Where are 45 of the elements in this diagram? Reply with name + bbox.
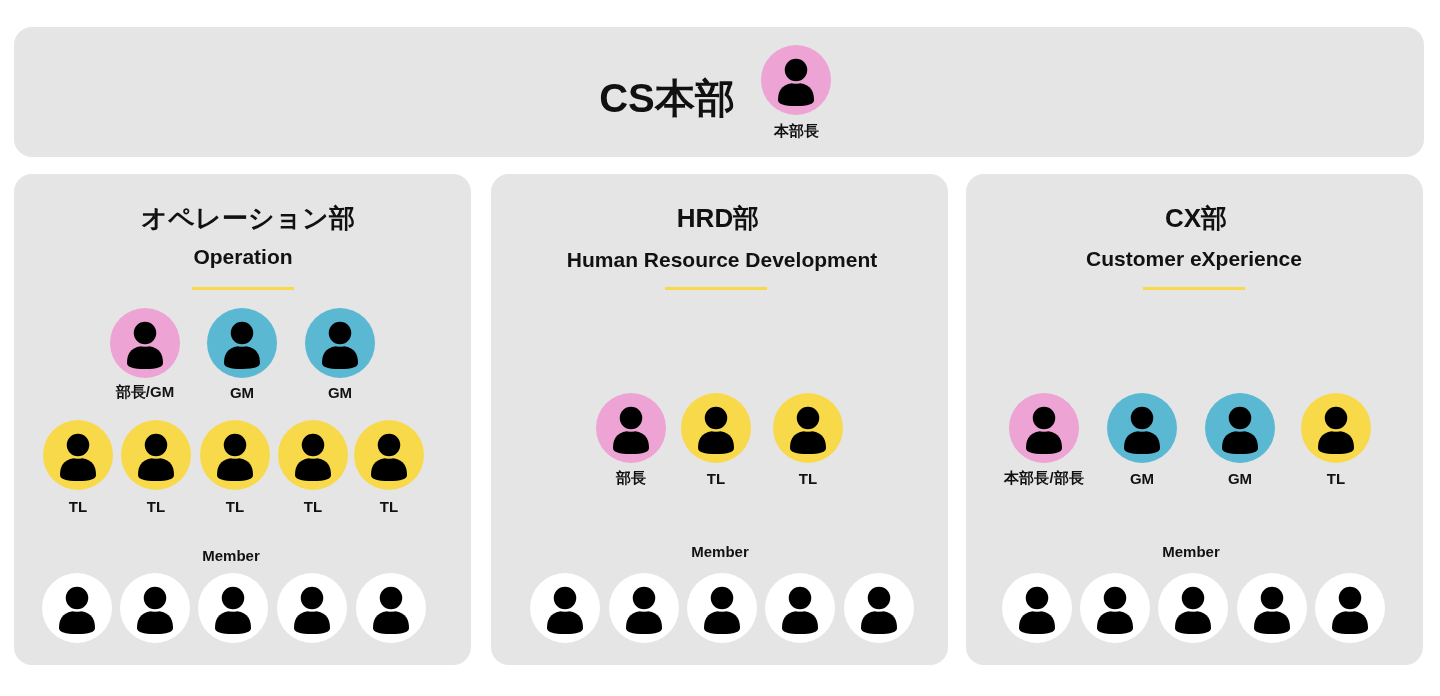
department-panel [14,174,471,665]
role-label: TL [798,469,818,487]
avatar-icon [1002,573,1072,643]
avatar-icon [198,573,268,643]
department-panel [491,174,948,665]
division-title: CS本部 [599,74,735,122]
role-label: TL [68,497,88,515]
avatar-icon [765,573,835,643]
department-title: CX部 [1164,201,1228,235]
department-title: HRD部 [676,201,760,235]
member-heading: Member [202,546,260,564]
avatar-icon [277,573,347,643]
role-label: 部長 [616,468,646,488]
department-subtitle: Customer eXperience [1086,247,1302,271]
department-panel [966,174,1423,665]
avatar-icon [687,573,757,643]
avatar-icon [1237,573,1307,643]
role-label: GM [1227,469,1253,487]
role-label: TL [225,497,245,515]
role-label: TL [1326,469,1346,487]
avatar-icon [530,573,600,643]
role-label: 本部長 [773,121,819,141]
member-heading: Member [1162,542,1220,560]
division-panel [14,27,1424,157]
avatar-icon [1158,573,1228,643]
avatar-icon [120,573,190,643]
avatar-icon [356,573,426,643]
department-subtitle: Human Resource Development [566,248,878,272]
role-label: GM [327,383,353,401]
department-subtitle: Operation [193,245,293,269]
avatar-icon [1080,573,1150,643]
avatar-icon [1315,573,1385,643]
role-label: TL [379,497,399,515]
role-label: TL [146,497,166,515]
role-label: 本部長/部長 [1004,468,1084,488]
avatar-icon [42,573,112,643]
avatar-icon [609,573,679,643]
role-label: TL [706,469,726,487]
role-label: 部長/GM [115,382,175,402]
avatar-icon [844,573,914,643]
role-label: GM [1129,469,1155,487]
member-heading: Member [691,542,749,560]
role-label: GM [229,383,255,401]
role-label: TL [303,497,323,515]
department-title: オペレーション部 [141,201,355,235]
